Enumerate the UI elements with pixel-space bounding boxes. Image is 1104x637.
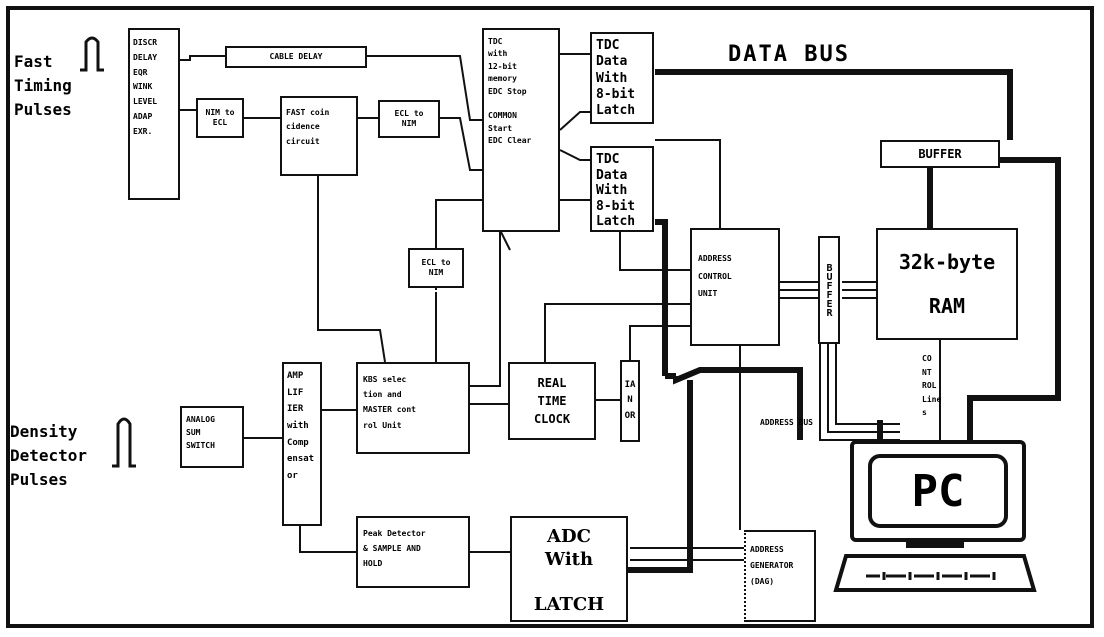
pc-monitor-icon: PC [850,440,1026,542]
ram-box: 32k-byte RAM [876,228,1018,340]
real-time-clock-box: REAL TIME CLOCK [508,362,596,440]
cable-delay-box: CABLE DELAY [225,46,367,68]
address-control-unit-box: ADDRESS CONTROL UNIT [690,228,780,346]
buffer-vertical-box: BUFFER [818,236,840,344]
analog-sum-switch-box: ANALOG SUM SWITCH [180,406,244,468]
adc-box: ADC With LATCH [510,516,628,622]
address-generator-box: ADDRESS GENERATOR (DAG) [744,530,816,622]
nim-to-ecl-box: NIM to ECL [196,98,244,138]
data-bus-label: DATA BUS [728,42,850,67]
address-bus-label: ADDRESS BUS [760,418,813,427]
fast-pulse-icon [80,38,104,70]
control-lines-label: CO NT ROL Line s [922,352,941,420]
buffer-top-box: BUFFER [880,140,1000,168]
tdc-data-latch-box-1: TDC Data With 8-bit Latch [590,32,654,124]
kbs-master-control-box: KBS selec tion and MASTER cont rol Unit [356,362,470,454]
fast-coincidence-box: FAST coin cidence circuit [280,96,358,176]
density-detector-pulses-label: Density Detector Pulses [10,420,87,492]
pc-label: PC [912,466,965,517]
tdc-data-latch-box-2: TDC Data With 8-bit Latch [590,146,654,232]
ecl-to-nim-box-1: ECL to NIM [378,100,440,138]
density-pulse-icon [112,419,136,466]
discriminator-box: DISCR DELAY EQR WINK LEVEL ADAP EXR. [128,28,180,200]
ian-box: IA N OR [620,360,640,442]
fast-timing-pulses-label: Fast Timing Pulses [14,50,72,122]
pc-keyboard-icon [836,556,1034,590]
tdc-box: TDC with 12-bit memory EDC Stop COMMON S… [482,28,560,232]
ecl-to-nim-box-2: ECL to NIM [408,248,464,288]
amplifier-box: AMP LIF IER with Comp ensat or [282,362,322,526]
peak-detector-box: Peak Detector & SAMPLE AND HOLD [356,516,470,588]
